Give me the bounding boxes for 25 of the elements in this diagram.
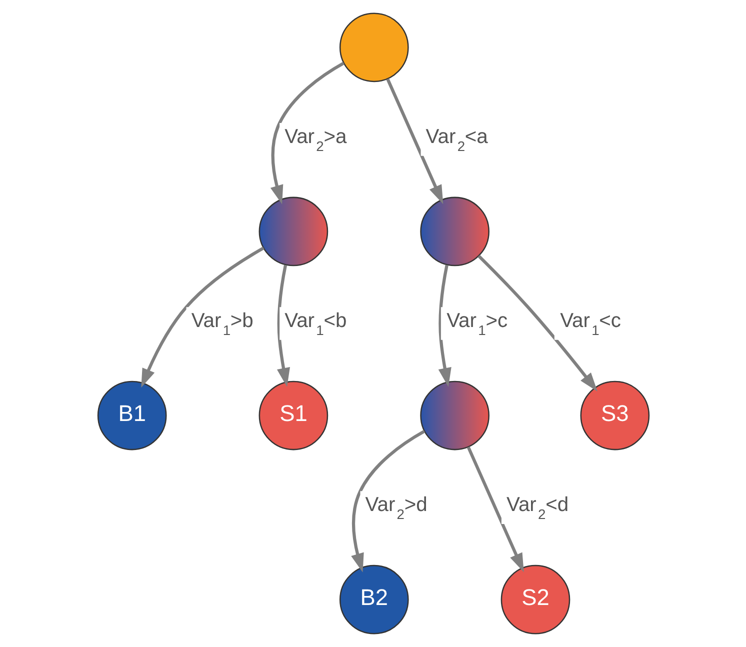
edge-label: Var$_{1}$<b bbox=[284, 310, 346, 338]
arrow bbox=[466, 446, 524, 572]
node-circle bbox=[420, 380, 489, 450]
arrow bbox=[140, 246, 264, 388]
edge-label: Var$_{1}$>c bbox=[446, 310, 508, 338]
edge-label: Var$_{2}$<d bbox=[506, 494, 568, 522]
edge-label: Var$_{1}$<c bbox=[560, 310, 621, 338]
arrow bbox=[477, 254, 597, 392]
node-circle: S2 bbox=[500, 564, 570, 634]
edge-label: Var$_{1}$>b bbox=[190, 310, 253, 338]
node-circle: B1 bbox=[96, 380, 166, 450]
node-circle bbox=[258, 196, 328, 266]
node-circle: S3 bbox=[580, 380, 650, 450]
edge-label: Var$_{2}$>a bbox=[284, 126, 346, 154]
edge-label: Var$_{2}$>d bbox=[364, 494, 427, 522]
edge-label: Var$_{2}$<a bbox=[425, 126, 488, 154]
node-circle: B2 bbox=[338, 564, 408, 634]
node-circle: S1 bbox=[258, 380, 328, 450]
arrow bbox=[438, 264, 451, 387]
arrow bbox=[350, 430, 425, 572]
arrow bbox=[386, 78, 443, 204]
node-circle bbox=[420, 196, 489, 266]
arrow bbox=[270, 62, 344, 204]
node-circle bbox=[338, 12, 408, 82]
arrow bbox=[276, 264, 290, 387]
